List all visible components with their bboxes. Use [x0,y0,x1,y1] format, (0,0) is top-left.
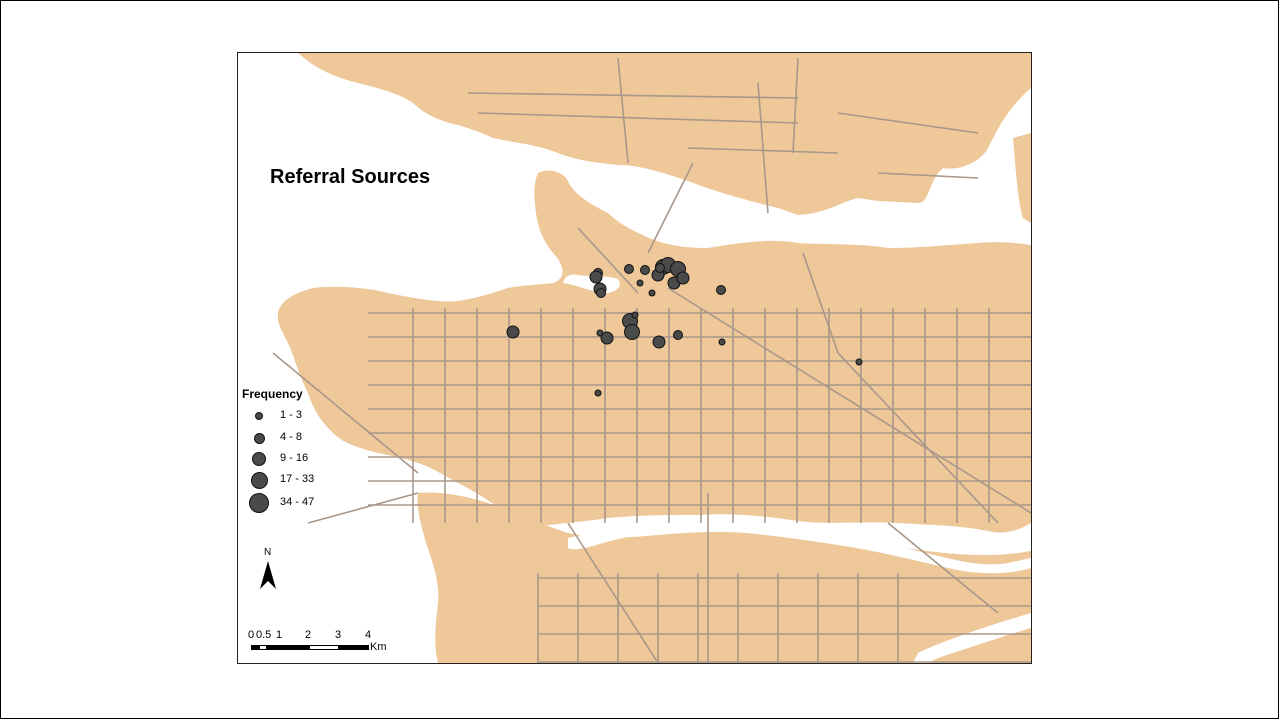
referral-point [655,263,665,273]
sea-island-land [445,522,518,613]
scale-seg-6 [339,645,369,650]
legend-symbol [250,471,268,489]
legend-item: 9 - 16 [246,452,346,472]
fraser-river [568,520,1031,574]
north-arrow-icon [260,561,276,589]
road [647,162,694,254]
road [757,82,769,214]
referral-point [596,288,606,298]
north-shore-land [298,53,1031,215]
referral-point [594,389,602,397]
legend-label: 34 - 47 [280,496,315,508]
scale-bar: 0 0.5 1 2 3 4 Km [248,629,408,659]
north-label: N [264,547,272,558]
road [567,522,659,663]
referral-point [506,325,520,339]
north-arrow: N [258,547,282,595]
referral-point [855,358,863,366]
road [617,57,629,164]
scale-tick-0: 0 [248,629,255,641]
legend-symbol [255,412,263,420]
road [837,112,979,134]
road [887,522,999,614]
legend-symbol [249,493,269,513]
referral-point [652,335,666,349]
map-canvas [272,53,1031,663]
fraser-south-arm [913,613,1031,663]
referral-points [506,257,863,397]
scale-seg-4 [279,645,309,650]
scale-tick-4: 4 [365,629,372,641]
road [837,352,999,524]
scale-seg-2 [259,645,267,650]
road [667,287,1031,514]
referral-point [640,265,650,275]
legend-item: 34 - 47 [246,493,346,516]
road [272,352,419,474]
road [792,57,799,154]
road [307,492,419,524]
scale-seg-3 [267,645,279,650]
referral-point [676,271,690,285]
scale-seg-1 [251,645,259,650]
scale-tick-1: 1 [276,629,283,641]
road [687,147,839,154]
referral-point [636,279,644,287]
legend-label: 1 - 3 [280,409,303,421]
road [577,227,639,294]
road [802,252,839,354]
referral-point [718,338,726,346]
legend-item: 1 - 3 [246,409,346,429]
scale-tick-3: 3 [335,629,342,641]
scale-tick-2: 2 [305,629,312,641]
legend-item: 17 - 33 [246,471,346,493]
referral-point [589,270,603,284]
legend-title: Frequency [242,387,303,401]
map-title: Referral Sources [270,166,431,188]
road-network [272,57,1031,663]
road [477,112,799,124]
legend-item: 4 - 8 [246,431,346,451]
far-east-land [1013,133,1031,223]
legend-label: 4 - 8 [280,431,303,443]
referral-point [596,329,604,337]
referral-point [600,331,614,345]
scale-seg-5 [309,645,339,650]
referral-point [648,289,656,297]
scale-tick-0-5: 0.5 [256,629,272,641]
referral-point [716,285,726,295]
legend-symbol [253,432,265,444]
road [877,172,979,179]
vancouver-land [277,170,1031,533]
road [467,92,799,99]
map-frame: Referral Sources Frequency 1 - 3 4 - 8 9 -… [237,52,1032,664]
referral-point [673,330,683,340]
referral-point [624,324,640,340]
referral-point [624,264,634,274]
referral-point [631,311,639,319]
legend-symbol [252,452,266,466]
legend-label: 9 - 16 [280,452,309,464]
scale-unit: Km [370,641,387,653]
legend-label: 17 - 33 [280,473,315,485]
